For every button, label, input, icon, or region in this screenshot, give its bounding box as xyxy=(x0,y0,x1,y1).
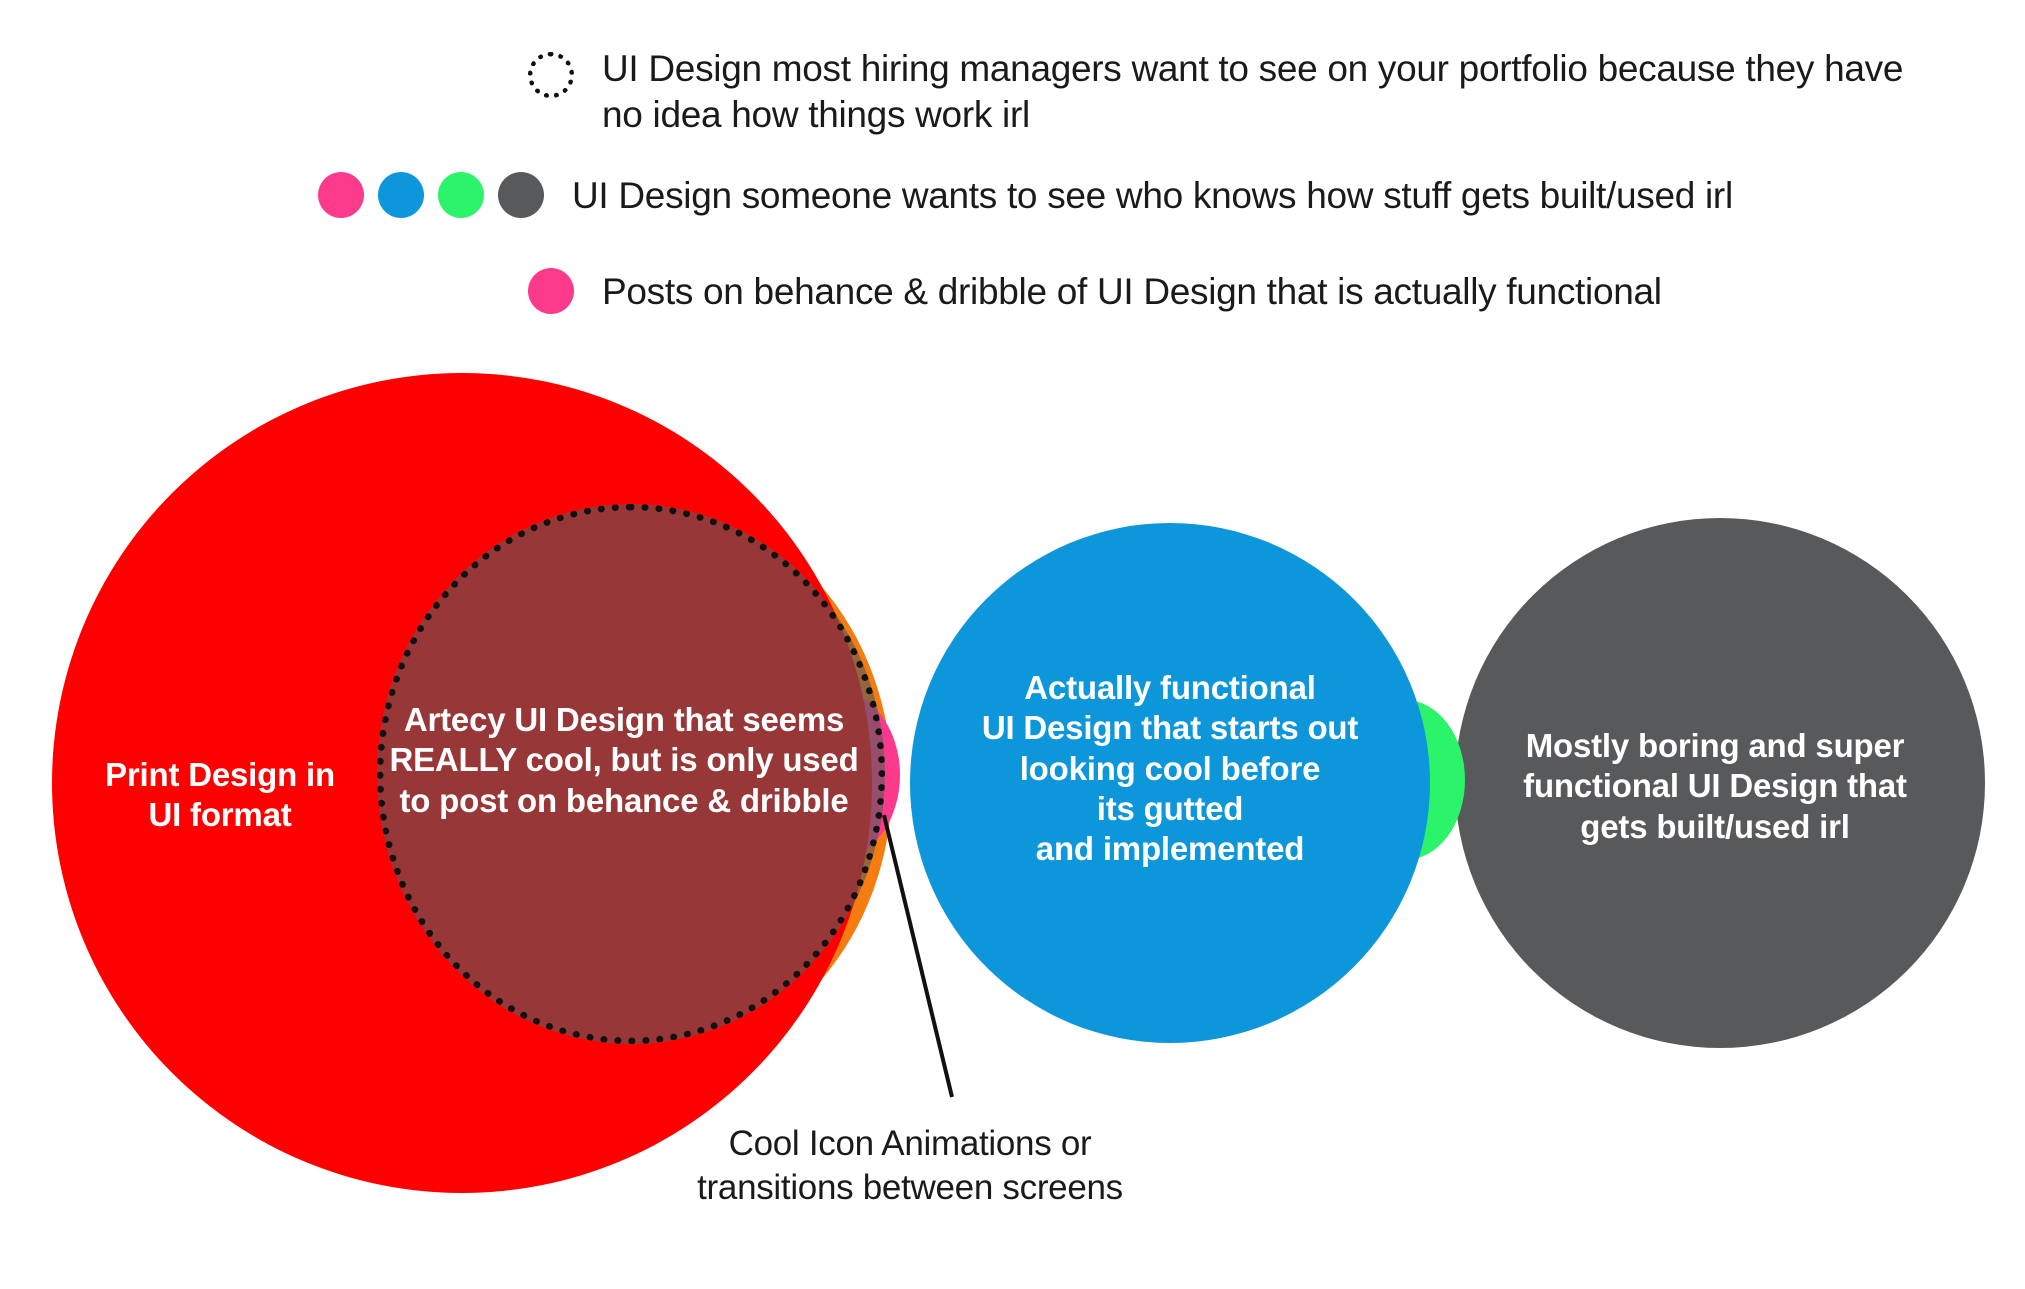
venn-circle-dotted-overlay xyxy=(377,504,885,1044)
gray-dot-icon xyxy=(498,172,544,218)
legend-swatch-group-2 xyxy=(318,172,544,218)
venn-label-print-design: Print Design in UI format xyxy=(105,756,335,834)
legend-item-label: UI Design someone wants to see who knows… xyxy=(572,175,1733,216)
venn-label-artecy-ui-design: Artecy UI Design that seems REALLY cool,… xyxy=(389,701,859,819)
venn-label-mostly-boring: Mostly boring and super functional UI De… xyxy=(1523,727,1907,845)
venn-label-actually-functional: Actually functional UI Design that start… xyxy=(981,669,1359,867)
legend-swatch-group-3 xyxy=(528,268,574,314)
legend-item-label: Posts on behance & dribble of UI Design … xyxy=(602,271,1662,312)
blue-dot-icon xyxy=(378,172,424,218)
callout-label-cool-icon-animations: Cool Icon Animations or transitions betw… xyxy=(697,1124,1123,1208)
legend-item-behance-dribble-posts: Posts on behance & dribble of UI Design … xyxy=(528,268,1662,315)
legend-swatch-group-1 xyxy=(528,52,574,98)
legend-item-knows-how-stuff-gets-built: UI Design someone wants to see who knows… xyxy=(318,172,1733,219)
venn-circle-blue xyxy=(910,523,1430,1043)
legend-item-hiring-managers: UI Design most hiring managers want to s… xyxy=(528,48,1932,138)
pink-dot-icon xyxy=(528,268,574,314)
green-dot-icon xyxy=(438,172,484,218)
pink-dot-icon xyxy=(318,172,364,218)
venn-circle-gray xyxy=(1455,518,1985,1048)
dotted-circle-icon xyxy=(528,52,574,98)
legend-item-label: UI Design most hiring managers want to s… xyxy=(602,48,1904,135)
